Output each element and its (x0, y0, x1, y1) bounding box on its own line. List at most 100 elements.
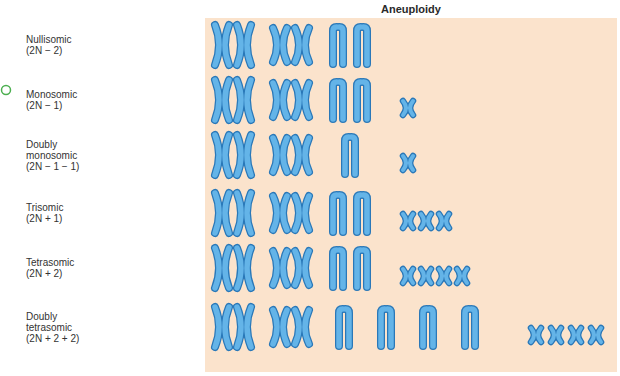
aneuploidy-name: Monosomic (26, 89, 86, 100)
chromatid (247, 248, 251, 288)
chromatid (215, 25, 219, 65)
chromatid (273, 138, 277, 172)
chromatid (558, 328, 561, 342)
chromatid (423, 309, 427, 346)
chromatid (591, 328, 594, 342)
chromatid (333, 250, 337, 287)
chromatid (333, 195, 337, 232)
chromatid (273, 196, 277, 230)
chromatid (305, 138, 309, 172)
chromatid (237, 80, 241, 120)
chromatid (305, 310, 309, 344)
chromatid (215, 193, 219, 233)
chromatid (333, 250, 337, 287)
chromatid (352, 137, 356, 174)
chromatid (237, 307, 241, 347)
chromatid (352, 137, 356, 174)
chromatid (421, 214, 424, 228)
chromatid (357, 82, 361, 119)
chromatid (428, 214, 431, 228)
chromatid (410, 269, 413, 283)
chromatid (339, 309, 343, 346)
chromosome-formula: (2N + 2 + 2) (26, 333, 116, 344)
chromatid (283, 196, 287, 230)
chromatid (345, 137, 349, 174)
chromatid (591, 328, 594, 342)
row-label: Doubly monosomic(2N − 1 − 1) (26, 139, 116, 172)
chromatid (357, 250, 361, 287)
chromatid (225, 193, 229, 233)
chromatid (295, 310, 299, 344)
chromatid (273, 83, 277, 117)
chromatid (421, 269, 424, 283)
chromatid (283, 28, 287, 62)
chromatid (457, 269, 460, 283)
chromatid (305, 196, 309, 230)
chromatid (283, 196, 287, 230)
chromatid (410, 101, 413, 115)
chromatid (446, 269, 449, 283)
chromatid (333, 82, 337, 119)
chromatid (403, 156, 406, 170)
chromatid (305, 28, 309, 62)
chromatid (403, 214, 406, 228)
chromatid (340, 250, 344, 287)
chromatid (295, 310, 299, 344)
chromatid (410, 101, 413, 115)
chromatid (410, 269, 413, 283)
chromatid (225, 135, 229, 175)
chromatid (305, 83, 309, 117)
chromatid (410, 156, 413, 170)
chromatid (464, 269, 467, 283)
chromatid (439, 269, 442, 283)
chromatid (357, 195, 361, 232)
chromatid (403, 214, 406, 228)
chromatid (237, 248, 241, 288)
chromatid (340, 195, 344, 232)
chromatid (225, 307, 229, 347)
chromatid (333, 27, 337, 64)
chromatid (446, 214, 449, 228)
chromatid (237, 25, 241, 65)
chromatid (295, 28, 299, 62)
row-label: Monosomic(2N − 1) (26, 89, 116, 111)
green-marker (2, 86, 11, 95)
chromatid (428, 269, 431, 283)
chromatid (333, 27, 337, 64)
chromatid (237, 193, 241, 233)
chromatid (439, 214, 442, 228)
chromatid (381, 309, 385, 346)
chromatid (283, 138, 287, 172)
chromatid (357, 27, 361, 64)
chromatid (283, 28, 287, 62)
chromatid (465, 309, 469, 346)
chromosome-formula: (2N + 1) (26, 213, 116, 224)
chromatid (364, 82, 368, 119)
chromatid (225, 248, 229, 288)
chromatid (225, 307, 229, 347)
chromatid (225, 248, 229, 288)
chromatid (465, 309, 469, 346)
chromatid (295, 83, 299, 117)
chromatid (295, 83, 299, 117)
aneuploidy-name: Doubly tetrasomic (26, 311, 86, 333)
chromatid (381, 309, 385, 346)
chromatid (225, 135, 229, 175)
chromatid (273, 310, 277, 344)
chromatid (215, 248, 219, 288)
chromatid (346, 309, 350, 346)
chromosome-formula: (2N − 2) (26, 45, 116, 56)
chromosome-group (215, 25, 601, 347)
chromatid (237, 248, 241, 288)
chromatid (403, 156, 406, 170)
chromatid (421, 214, 424, 228)
chromatid (551, 328, 554, 342)
chromatid (273, 28, 277, 62)
chromatid (247, 193, 251, 233)
chromatid (295, 196, 299, 230)
chromatid (423, 309, 427, 346)
chromatid (273, 83, 277, 117)
chromatid (215, 25, 219, 65)
chromatid (345, 137, 349, 174)
